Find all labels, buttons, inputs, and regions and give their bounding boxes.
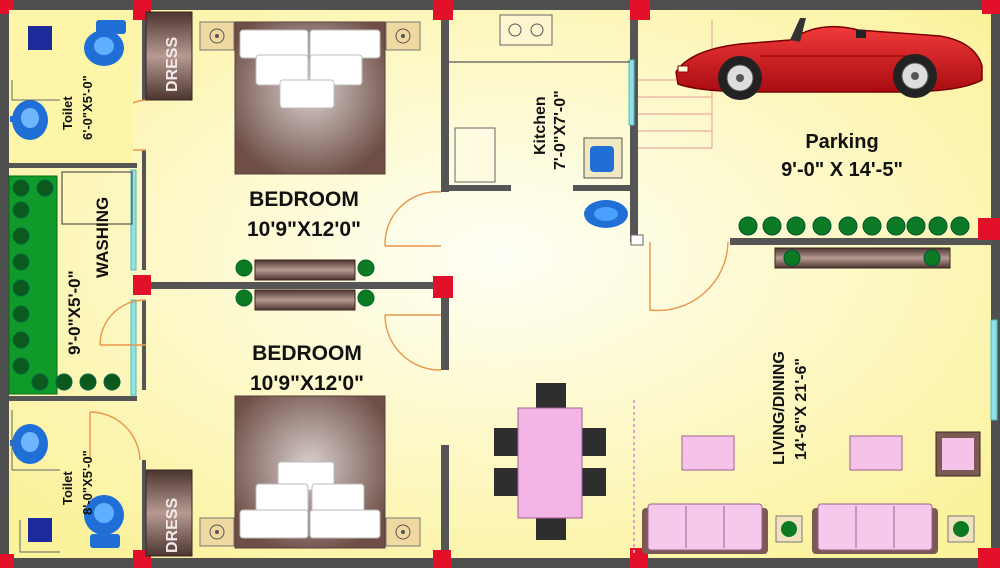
shower-square-icon [28, 518, 52, 542]
toilet-top-name: Toilet [60, 96, 75, 130]
washing-area: WASHING 9'-0"X5'-0" [8, 171, 133, 395]
dress-wardrobe-bottom: DRESS [145, 469, 193, 557]
windows [130, 59, 998, 421]
washing-machine-box [61, 171, 133, 225]
toilet-bottom-name: Toilet [60, 471, 75, 505]
car-icon [675, 18, 983, 100]
dress-bottom-label: DRESS [164, 498, 181, 553]
parking: Parking 9'-0" X 14'-5" [675, 18, 983, 236]
dining-chairs [494, 383, 606, 540]
bed-top [234, 21, 386, 175]
shared-wardrobes [235, 259, 375, 311]
bedroom-top-name: BEDROOM [249, 188, 359, 211]
bedroom-bottom: BEDROOM 10'9"X12'0" DRESS [145, 342, 421, 557]
bedroom-bottom-size: 10'9"X12'0" [250, 372, 364, 395]
sofa-left [642, 503, 768, 554]
coffee-tables [681, 435, 903, 471]
nightstand-left [199, 517, 235, 547]
bedroom-bottom-name: BEDROOM [252, 342, 362, 365]
toilet-top-size: 6'-0"X5'-0" [80, 75, 95, 140]
shower-square-icon [28, 26, 52, 50]
wash-basin-icon [10, 424, 48, 464]
washing-name: WASHING [93, 197, 112, 278]
bedroom-top-size: 10'9"X12'0" [247, 218, 361, 241]
basin-icon [584, 200, 628, 228]
tv-console [774, 247, 951, 269]
dress-wardrobe-top: DRESS [145, 11, 193, 101]
toilet-bowl-icon [84, 495, 124, 548]
pillows [239, 461, 381, 539]
sofa-right [812, 503, 938, 554]
parking-size: 9'-0" X 14'-5" [781, 159, 903, 181]
living-size: 14'-6"X 21'-6" [793, 358, 810, 460]
side-plants [775, 515, 975, 543]
fridge-box [454, 127, 496, 183]
toilet-top: Toilet 6'-0"X5'-0" [9, 10, 133, 163]
nightstand-left [199, 21, 235, 51]
dining-set [494, 383, 606, 540]
toilet-bowl-icon [84, 20, 126, 66]
armchair [935, 431, 981, 477]
toilet-bottom-size: 8'-0"X5'-0" [80, 450, 95, 515]
living-name: LIVING/DINING [771, 351, 788, 465]
living-dining: LIVING/DINING 14'-6"X 21'-6" [494, 247, 981, 556]
parking-post [630, 234, 644, 246]
stove-icon [499, 14, 553, 46]
dress-top-label: DRESS [164, 37, 181, 92]
sink-icon [583, 137, 623, 179]
washing-size: 9'-0"X5'-0" [65, 270, 84, 355]
nightstand-right [385, 517, 421, 547]
pillows [239, 29, 381, 109]
kitchen-size: 7'-0"X7'-0" [552, 90, 569, 170]
dining-table [517, 407, 583, 519]
planter-shrubs [12, 179, 121, 391]
parking-name: Parking [805, 131, 878, 153]
wash-basin-icon [10, 100, 48, 140]
kitchen: Kitchen 7'-0"X7'-0" [449, 14, 630, 228]
bed-bottom [234, 395, 386, 549]
toilet-bottom: Toilet 8'-0"X5'-0" [10, 410, 124, 553]
hedge-shrubs [738, 216, 970, 236]
plant-pots [235, 259, 375, 307]
nightstand-right [385, 21, 421, 51]
bedroom-top: DRESS BEDROOM 10'9"X12'0" [145, 11, 421, 241]
kitchen-name: Kitchen [532, 96, 549, 155]
